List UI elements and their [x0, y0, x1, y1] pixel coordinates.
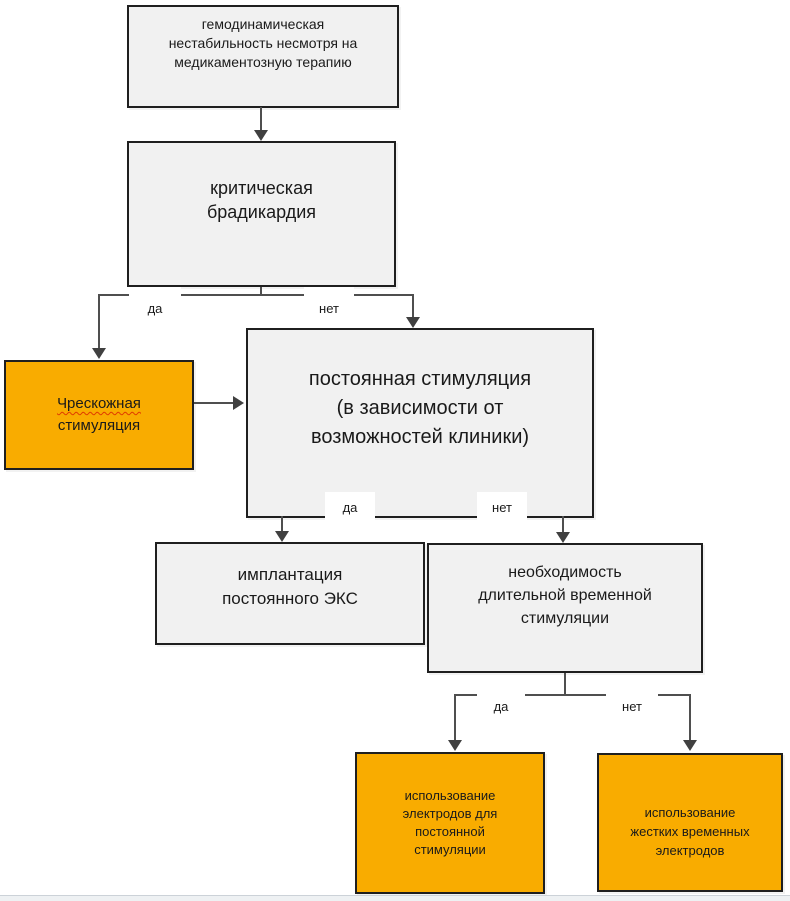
- arrowhead-down-icon: [254, 130, 268, 141]
- arrowhead-down-icon: [556, 532, 570, 543]
- node-permanent-pacing: постоянная стимуляция (в зависимости от …: [246, 328, 594, 518]
- arrowhead-down-icon: [275, 531, 289, 542]
- node-text-line: постоянная стимуляция: [308, 367, 532, 390]
- edge-label-yes: да: [477, 687, 525, 715]
- arrowhead-right-icon: [233, 396, 244, 410]
- node-text-line: возможностей клиники): [310, 425, 530, 448]
- arrowhead-down-icon: [683, 740, 697, 751]
- node-text-line: медикаментозную терапию: [174, 54, 352, 70]
- edge-label-no: нет: [606, 687, 658, 715]
- node-text-line: стимуляции: [520, 609, 610, 627]
- connector-line: [454, 694, 691, 696]
- node-critical-bradycardia: критическая брадикардия: [127, 141, 396, 287]
- edge-label-no: нет: [477, 492, 527, 522]
- node-text-line: электродов: [655, 843, 725, 858]
- connector-line: [98, 294, 414, 296]
- connector-line: [454, 694, 456, 741]
- node-text-line: электродов для: [402, 806, 498, 821]
- node-hemodynamic-instability: гемодинамическая нестабильность несмотря…: [127, 5, 399, 108]
- node-text-line: стимуляция: [57, 417, 141, 434]
- node-text-line: гемодинамическая: [201, 16, 325, 32]
- node-text-line: (в зависимости от: [336, 396, 504, 419]
- connector-line: [562, 516, 564, 533]
- connector-line: [194, 402, 234, 404]
- node-text-line: постоянной: [415, 824, 485, 839]
- page-edge-strip: [0, 895, 790, 901]
- connector-line: [98, 294, 100, 349]
- connector-line: [564, 673, 566, 696]
- node-text-line: нестабильность несмотря на: [168, 35, 358, 51]
- node-text-line: жестких временных: [630, 824, 750, 839]
- node-text-line: использование: [404, 788, 496, 803]
- node-text-line: брадикардия: [206, 202, 317, 222]
- node-text-line: необходимость: [508, 563, 622, 581]
- connector-line: [281, 516, 283, 532]
- node-rigid-temporary-electrodes: использование жестких временных электрод…: [597, 753, 783, 892]
- connector-line: [689, 694, 691, 741]
- node-transcutaneous-pacing: Чрескожная стимуляция: [4, 360, 194, 470]
- edge-label-no: нет: [304, 287, 354, 317]
- node-text-line-misspelled: Чрескожная: [57, 395, 141, 412]
- connector-line: [260, 287, 262, 296]
- edge-label-yes: да: [129, 287, 181, 317]
- node-pacemaker-implantation: имплантация постоянного ЭКС: [155, 542, 425, 645]
- node-text-line: стимуляции: [414, 842, 486, 857]
- node-text-line: критическая: [210, 178, 313, 198]
- node-text-line: длительной временной: [478, 586, 652, 604]
- arrowhead-down-icon: [406, 317, 420, 328]
- node-text-line: имплантация: [237, 564, 343, 584]
- edge-label-yes: да: [325, 492, 375, 522]
- node-permanent-electrodes-use: использование электродов для постоянной …: [355, 752, 545, 894]
- connector-line: [412, 294, 414, 318]
- arrowhead-down-icon: [92, 348, 106, 359]
- node-text-line: использование: [644, 805, 736, 820]
- connector-line: [260, 107, 262, 131]
- node-text-line: постоянного ЭКС: [222, 588, 358, 608]
- arrowhead-down-icon: [448, 740, 462, 751]
- node-long-temporary-need: необходимость длительной временной стиму…: [427, 543, 703, 673]
